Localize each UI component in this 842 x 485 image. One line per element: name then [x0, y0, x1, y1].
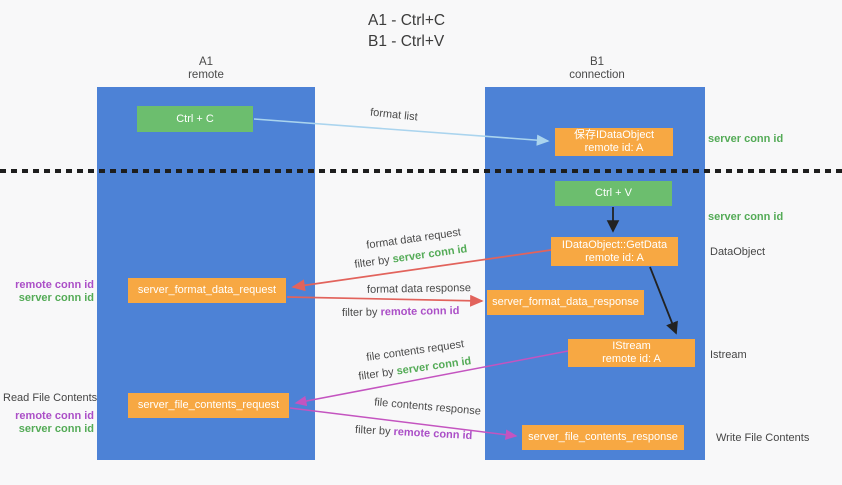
server-file-contents-request-label: server_file_contents_request: [137, 399, 280, 411]
conn-id-pair-bottom: remote conn id server conn id: [10, 410, 94, 436]
server-conn-id-keyword: server conn id: [395, 355, 473, 378]
ctrl-v-label: Ctrl + V: [595, 187, 632, 199]
arrow-format-data-response: [286, 294, 484, 307]
filter-by-remote-conn-id-label-2: filter by remote conn id: [355, 424, 473, 442]
lane-b1-title: B1: [589, 56, 605, 68]
server-conn-id-annotation-top: server conn id: [708, 133, 784, 145]
file-contents-response-label: file contents response: [373, 396, 482, 418]
istream-line1: IStream: [612, 340, 651, 352]
lane-b1-subtitle: connection: [569, 69, 625, 81]
read-file-contents-annotation: Read File Contents: [3, 392, 98, 404]
lane-a1-title: A1: [198, 56, 214, 68]
server-conn-id-annotation: server conn id: [18, 423, 94, 435]
remote-conn-id-keyword: remote conn id: [380, 304, 460, 319]
ctrl-c-node: Ctrl + C: [137, 106, 253, 132]
lane-a1-subtitle: remote: [188, 69, 224, 81]
server-format-data-request-label: server_format_data_request: [137, 284, 277, 296]
save-dataobject-line2: remote id: A: [584, 142, 644, 154]
write-file-contents-annotation: Write File Contents: [716, 432, 810, 444]
format-data-response-label: format data response: [366, 282, 472, 296]
filter-by-remote-conn-id-label-1: filter by remote conn id: [342, 305, 460, 319]
istream-node: IStream remote id: A: [568, 339, 695, 367]
conn-id-pair-top: remote conn id server conn id: [10, 279, 94, 305]
remote-conn-id-annotation: remote conn id: [15, 410, 94, 422]
format-list-label: format list: [369, 106, 419, 124]
server-format-data-response-label: server_format_data_response: [492, 296, 639, 308]
getdata-line1: IDataObject::GetData: [561, 238, 668, 251]
filter-by-text: filter by: [354, 423, 391, 438]
ctrl-v-node: Ctrl + V: [555, 181, 672, 206]
title-line-2: B1 - Ctrl+V: [368, 33, 445, 50]
getdata-node: IDataObject::GetData remote id: A: [551, 237, 678, 266]
copy-paste-divider-line: [0, 169, 842, 173]
istream-annotation: Istream: [710, 349, 747, 361]
filter-by-text: filter by: [353, 254, 391, 271]
remote-conn-id-annotation: remote conn id: [15, 279, 94, 291]
server-file-contents-request-node: server_file_contents_request: [128, 393, 289, 418]
server-format-data-request-node: server_format_data_request: [128, 278, 286, 303]
save-dataobject-line1: 保存IDataObject: [573, 129, 655, 141]
remote-conn-id-keyword: remote conn id: [393, 425, 473, 443]
server-conn-id-annotation: server conn id: [18, 292, 94, 304]
title-line-1: A1 - Ctrl+C: [368, 12, 446, 29]
server-format-data-response-node: server_format_data_response: [487, 290, 644, 315]
lane-b1-header: B1 connection: [547, 56, 647, 82]
server-conn-id-annotation-mid: server conn id: [708, 211, 784, 223]
save-dataobject-node: 保存IDataObject remote id: A: [555, 128, 673, 156]
diagram-title: A1 - Ctrl+C B1 - Ctrl+V: [368, 10, 445, 52]
filter-by-text: filter by: [341, 306, 378, 320]
istream-line2: remote id: A: [602, 353, 661, 365]
ctrl-c-label: Ctrl + C: [176, 112, 214, 125]
filter-by-text: filter by: [357, 366, 395, 383]
dataobject-annotation: DataObject: [710, 246, 766, 258]
getdata-line2: remote id: A: [585, 251, 644, 264]
lane-a1-header: A1 remote: [156, 56, 256, 82]
server-file-contents-response-node: server_file_contents_response: [522, 425, 684, 450]
server-file-contents-response-label: server_file_contents_response: [528, 431, 678, 443]
